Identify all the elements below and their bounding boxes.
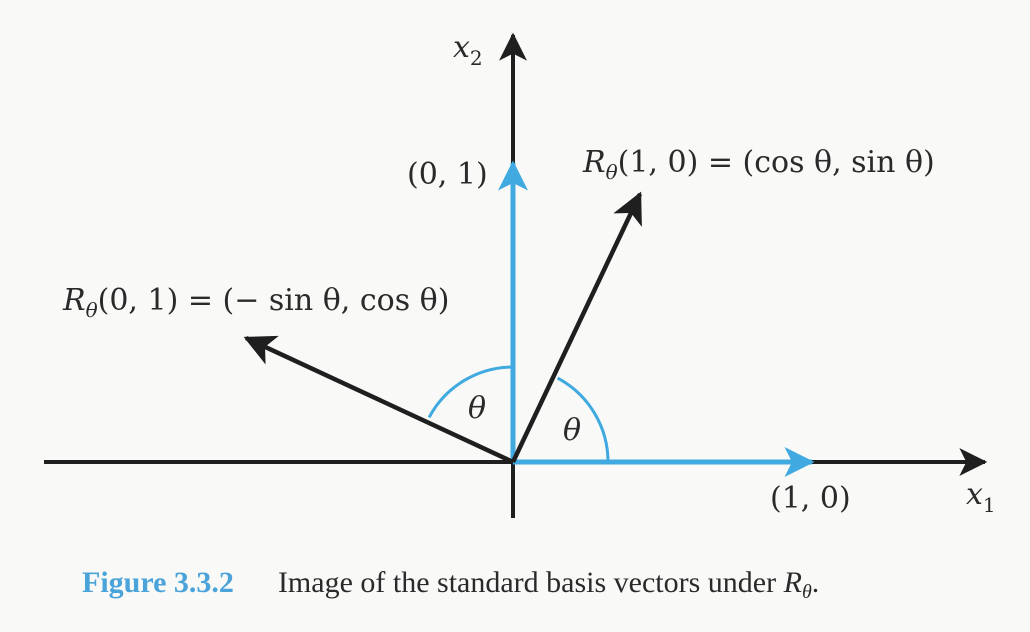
caption-text: Image of the standard basis vectors unde… bbox=[277, 566, 784, 599]
label-e1: (1, 0) bbox=[770, 481, 851, 516]
label-rotated-e2: Rθ(0, 1) = (− sin θ, cos θ) bbox=[62, 283, 449, 322]
x2-axis-label: x2 bbox=[453, 30, 483, 70]
rotation-diagram: θ θ x2 x1 (0, 1) (1, 0) Rθ(1, 0) = (cos … bbox=[44, 30, 996, 518]
label-rotated-e1: Rθ(1, 0) = (cos θ, sin θ) bbox=[582, 145, 935, 184]
angle-arc-left bbox=[427, 365, 514, 419]
label-e2: (0, 1) bbox=[407, 157, 488, 192]
angle-arc-right bbox=[556, 376, 610, 463]
caption-symbol: R bbox=[783, 566, 802, 599]
figure-number: Figure 3.3.2 bbox=[82, 566, 234, 599]
x1-axis-label: x1 bbox=[966, 477, 996, 517]
angle-label-right: θ bbox=[563, 413, 581, 448]
figure-caption: Figure 3.3.2 Image of the standard basis … bbox=[82, 566, 819, 604]
angle-label-left: θ bbox=[468, 391, 486, 426]
caption-symbol-subscript: θ bbox=[801, 581, 812, 603]
caption-end: . bbox=[811, 566, 820, 599]
rotated-vector-e2 bbox=[243, 335, 514, 465]
rotated-vector-e1 bbox=[510, 191, 643, 463]
